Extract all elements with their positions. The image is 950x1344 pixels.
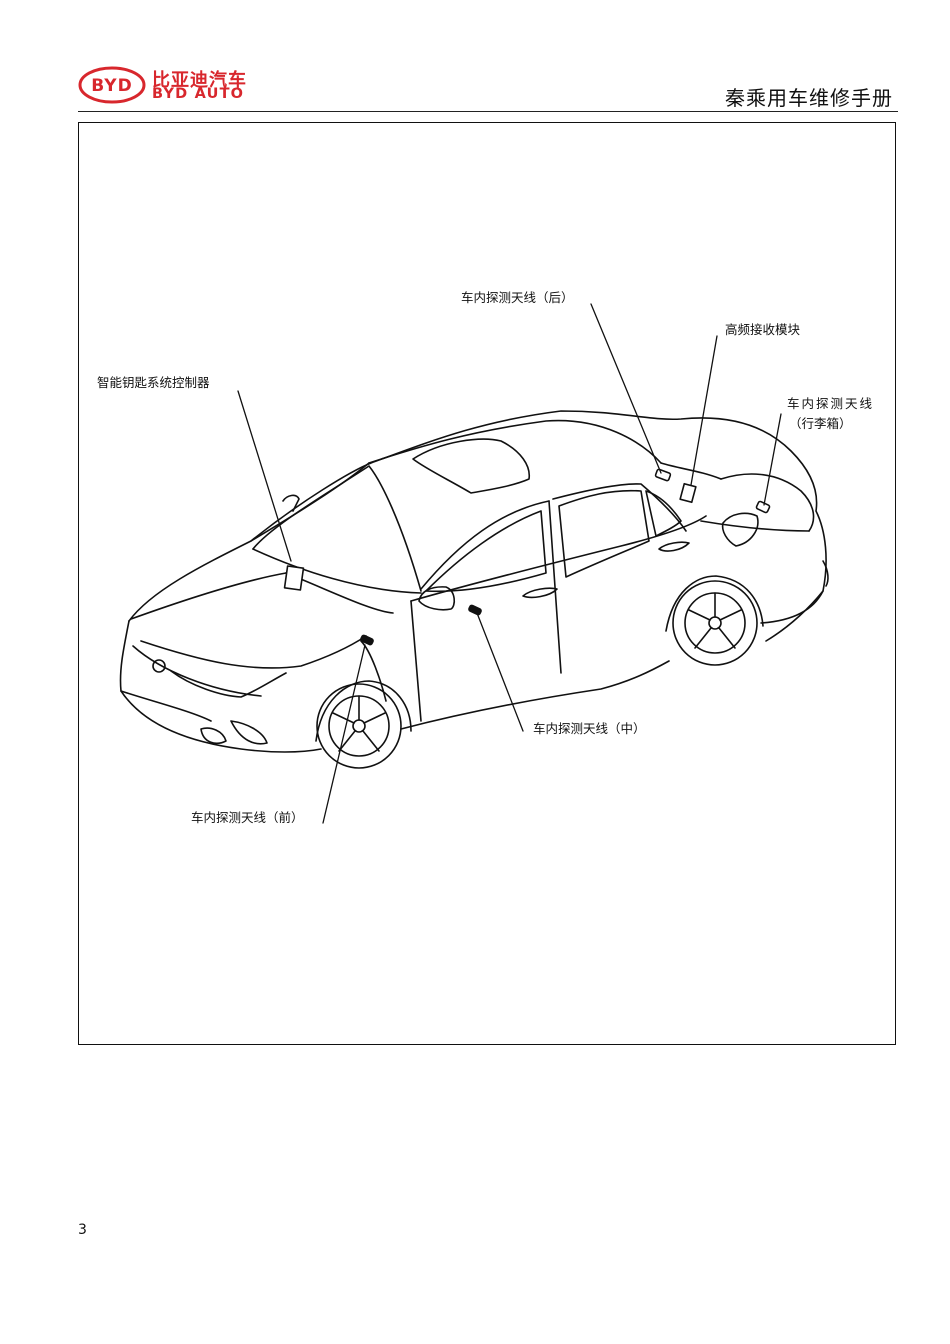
car-body-outline <box>119 410 829 769</box>
label-rf-module: 高频接收模块 <box>725 322 801 337</box>
component-markers <box>283 468 771 646</box>
label-rear-antenna: 车内探测天线（后） <box>461 290 574 305</box>
front-antenna-marker <box>360 634 374 646</box>
figure-frame: 车内探测天线（后） 高频接收模块 车内探测天线 （行李箱） 智能钥匙系统控制器 … <box>78 122 896 1045</box>
label-trunk-antenna-line1: 车内探测天线 <box>787 396 875 411</box>
page-number: 3 <box>78 1222 87 1238</box>
label-middle-antenna: 车内探测天线（中） <box>533 721 646 736</box>
brand-name-en: BYD AUTO <box>152 86 245 102</box>
label-trunk-antenna-line2: （行李箱） <box>789 416 852 431</box>
manual-title: 秦乘用车维修手册 <box>725 86 893 110</box>
rear-antenna-marker <box>654 468 672 482</box>
byd-logo-icon: BYD <box>78 66 146 104</box>
leader-lines <box>237 303 782 824</box>
logo-mark-text: BYD <box>91 76 132 96</box>
smart-key-controller-marker <box>283 565 305 591</box>
label-smart-key-controller: 智能钥匙系统控制器 <box>97 375 210 390</box>
middle-antenna-marker <box>468 604 482 616</box>
car-component-diagram <box>119 303 829 824</box>
brand-logo: BYD 比亚迪汽车 BYD AUTO <box>78 66 268 106</box>
label-front-antenna: 车内探测天线（前） <box>191 810 304 825</box>
brand-name-cn: 比亚迪汽车 <box>152 70 247 91</box>
trunk-antenna-marker <box>755 500 771 514</box>
header-divider <box>78 111 898 112</box>
rf-module-marker <box>679 482 697 504</box>
